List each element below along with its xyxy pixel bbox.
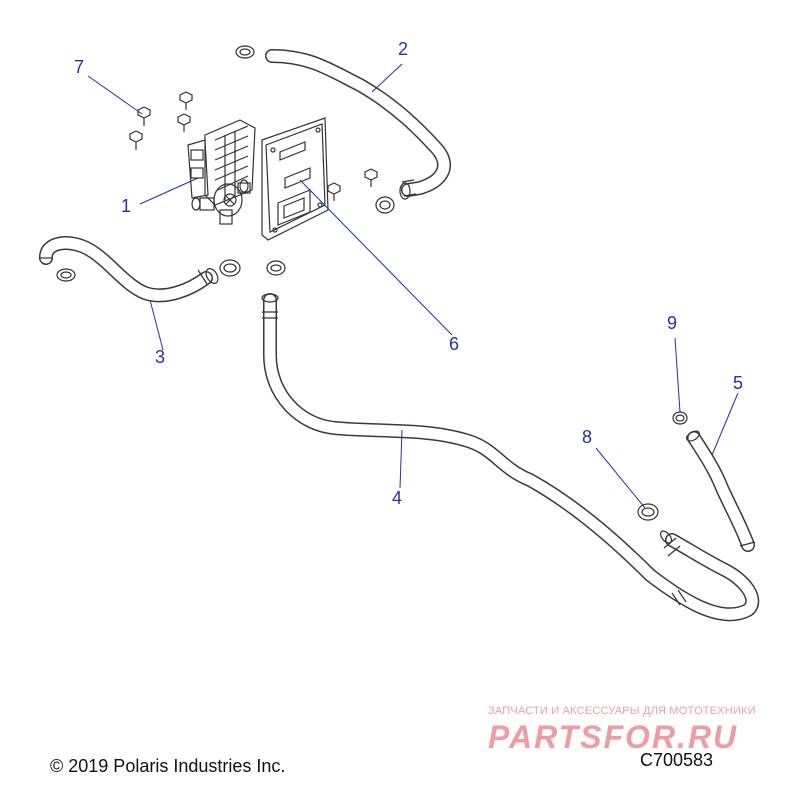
- hose-3: [39, 236, 219, 303]
- leader-7: [87, 75, 143, 115]
- svg-text:PARTSFOR.RU: PARTSFOR.RU: [488, 719, 738, 754]
- leader-5: [711, 392, 739, 456]
- leader-4: [399, 429, 403, 489]
- hose-4: [261, 293, 760, 622]
- leader-2: [371, 63, 403, 93]
- callout-4: 4: [392, 488, 403, 508]
- callout-1: 1: [121, 196, 132, 216]
- leader-3: [149, 299, 164, 351]
- callout-8: 8: [582, 427, 593, 447]
- callout-6: 6: [449, 334, 460, 354]
- leader-8: [595, 447, 646, 509]
- copyright-text: © 2019 Polaris Industries Inc.: [50, 756, 286, 776]
- leader-9: [674, 337, 681, 413]
- bracket-plate: [261, 117, 329, 241]
- leader-1: [139, 177, 199, 205]
- hose-clamps: [56, 45, 688, 521]
- bolts: [129, 91, 378, 201]
- watermark-logo: PARTSFOR.RU: [488, 719, 738, 754]
- leader-lines: [87, 63, 739, 509]
- valve-assembly: [187, 119, 256, 225]
- callout-5: 5: [733, 373, 744, 393]
- callout-7: 7: [74, 57, 85, 77]
- diagram-code: C700583: [640, 750, 714, 770]
- callout-2: 2: [398, 39, 409, 59]
- leader-6: [299, 179, 453, 336]
- hose-2: [265, 49, 451, 200]
- hose-5: [686, 430, 756, 552]
- watermark-tagline: ЗАПЧАСТИ И АКСЕССУАРЫ ДЛЯ МОТОТЕХНИКИ: [488, 705, 756, 717]
- callout-3: 3: [155, 347, 166, 367]
- callout-9: 9: [667, 313, 678, 333]
